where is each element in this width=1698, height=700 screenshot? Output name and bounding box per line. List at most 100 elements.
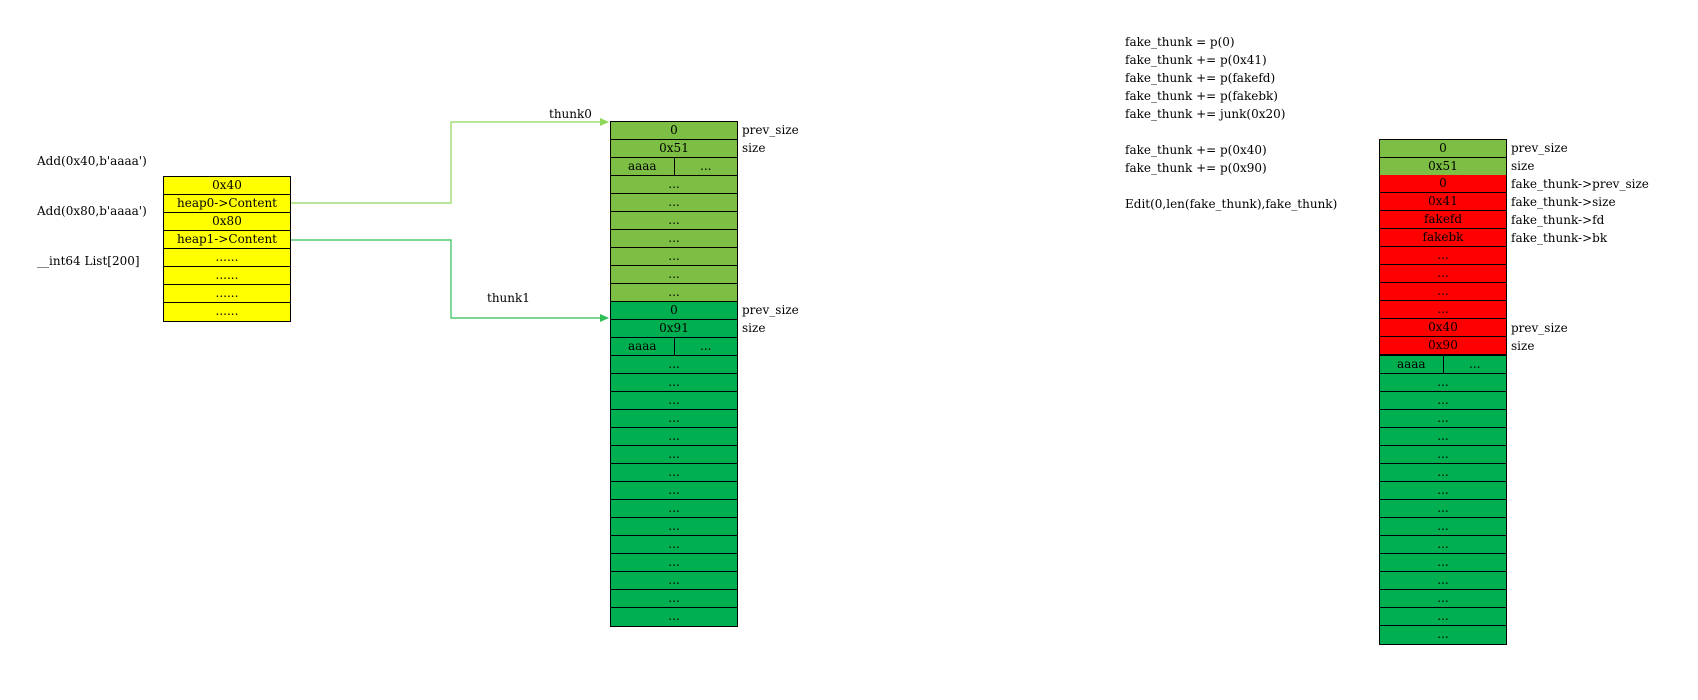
heap-field: ... bbox=[611, 464, 737, 482]
heap-field: ... bbox=[611, 590, 737, 608]
heap-field: ... bbox=[611, 500, 737, 518]
list-slot: heap1->Content bbox=[164, 231, 290, 249]
heap-field: ... bbox=[1380, 374, 1506, 392]
code-line: __int64 List[200] bbox=[37, 254, 140, 268]
heap-field: ... bbox=[1380, 482, 1506, 500]
arrowhead-thunk1 bbox=[600, 314, 609, 322]
heap-field-data: aaaa bbox=[611, 158, 675, 175]
heap-field: ... bbox=[611, 608, 737, 626]
arrow-thunk1 bbox=[291, 239, 608, 319]
heap-field: ... bbox=[1380, 572, 1506, 590]
heap-field: ... bbox=[1380, 464, 1506, 482]
heap-field: ... bbox=[611, 518, 737, 536]
heap-field: 0x90 bbox=[1380, 337, 1506, 355]
heap-field: ... bbox=[1380, 590, 1506, 608]
heap-field-split: aaaa... bbox=[611, 338, 737, 356]
heap-field: ... bbox=[611, 374, 737, 392]
heap-field: ... bbox=[611, 266, 737, 284]
code-line bbox=[1125, 177, 1337, 195]
heap-field: ... bbox=[611, 536, 737, 554]
field-label: prev_size bbox=[1511, 321, 1568, 335]
list-slot: heap0->Content bbox=[164, 195, 290, 213]
list-slot: ...... bbox=[164, 249, 290, 267]
heap-field: ... bbox=[611, 212, 737, 230]
heap-field: 0x51 bbox=[611, 140, 737, 158]
field-label: prev_size bbox=[742, 123, 799, 137]
code-line: fake_thunk += p(0x90) bbox=[1125, 161, 1267, 175]
field-label: fake_thunk->fd bbox=[1511, 213, 1605, 227]
heap-chunk1-after-edit: aaaa....................................… bbox=[1379, 355, 1507, 645]
heap-field: fakefd bbox=[1380, 211, 1506, 229]
heap-field: ... bbox=[1380, 608, 1506, 626]
code-line: fake_thunk += junk(0x20) bbox=[1125, 107, 1286, 121]
code-line: Add(0x80,b'aaaa') bbox=[37, 204, 147, 218]
arrowhead-thunk0 bbox=[600, 118, 609, 126]
code-line: fake_thunk += p(0x41) bbox=[1125, 53, 1267, 67]
field-label: fake_thunk->size bbox=[1511, 195, 1616, 209]
arrow-thunk0 bbox=[291, 121, 608, 204]
code-line: fake_thunk = p(0) bbox=[1125, 35, 1235, 49]
code-line: Add(0x40,b'aaaa') bbox=[37, 154, 147, 168]
field-label: prev_size bbox=[1511, 141, 1568, 155]
heap-field: ... bbox=[1380, 626, 1506, 644]
list-slot: 0x40 bbox=[164, 177, 290, 195]
list-slot: ...... bbox=[215, 304, 239, 318]
heap-field: 0 bbox=[611, 122, 737, 140]
thunk0-label: thunk0 bbox=[549, 107, 592, 121]
heap-field: ... bbox=[1380, 536, 1506, 554]
heap-field-data: aaaa bbox=[611, 338, 675, 355]
heap-field: ... bbox=[1380, 265, 1506, 283]
field-label: fake_thunk->prev_size bbox=[1511, 177, 1649, 191]
heap-field: ... bbox=[611, 284, 737, 302]
heap-field: ... bbox=[1380, 283, 1506, 301]
heap-field: ... bbox=[611, 572, 737, 590]
heap-field-data: ... bbox=[700, 339, 712, 353]
heap-field: ... bbox=[1380, 554, 1506, 572]
heap-field: ... bbox=[1380, 500, 1506, 518]
field-label: prev_size bbox=[742, 303, 799, 317]
field-label: size bbox=[742, 141, 766, 155]
heap-field: ... bbox=[611, 356, 737, 374]
field-label: size bbox=[1511, 339, 1535, 353]
heap-field: ... bbox=[611, 392, 737, 410]
heap-field: 0x91 bbox=[611, 320, 737, 338]
list-slot: ...... bbox=[164, 285, 290, 303]
right-code-block: fake_thunk = p(0) fake_thunk += p(0x41) fa… bbox=[1125, 33, 1337, 213]
heap-field: fakebk bbox=[1380, 229, 1506, 247]
heap-field: ... bbox=[1380, 301, 1506, 319]
list-slot: ...... bbox=[164, 267, 290, 285]
heap-field: 0x51 bbox=[1380, 158, 1506, 176]
code-line: Edit(0,len(fake_thunk),fake_thunk) bbox=[1125, 197, 1338, 211]
heap-field-split: aaaa... bbox=[611, 158, 737, 176]
heap-field: 0 bbox=[611, 302, 737, 320]
heap-field-split: aaaa... bbox=[1380, 356, 1506, 374]
heap-field: 0 bbox=[1380, 140, 1506, 158]
heap-field: 0 bbox=[1380, 175, 1506, 193]
heap-field: ... bbox=[1380, 410, 1506, 428]
heap-field: 0x41 bbox=[1380, 193, 1506, 211]
field-label: fake_thunk->bk bbox=[1511, 231, 1608, 245]
code-line: fake_thunk += p(0x40) bbox=[1125, 143, 1267, 157]
heap-field-data: aaaa bbox=[1380, 356, 1444, 373]
thunk1-label: thunk1 bbox=[487, 291, 530, 305]
heap-field: ... bbox=[1380, 518, 1506, 536]
heap-field: ... bbox=[1380, 446, 1506, 464]
heap-field-data: ... bbox=[1469, 357, 1481, 371]
heap-field: ... bbox=[1380, 392, 1506, 410]
heap-field: ... bbox=[611, 446, 737, 464]
left-code-block: Add(0x40,b'aaaa') Add(0x80,b'aaaa') __in… bbox=[37, 120, 147, 286]
heap-field: ... bbox=[611, 428, 737, 446]
field-label: size bbox=[742, 321, 766, 335]
heap-field: ... bbox=[611, 230, 737, 248]
heap-field-data: ... bbox=[700, 159, 712, 173]
heap-field: ... bbox=[611, 248, 737, 266]
code-line: fake_thunk += p(fakebk) bbox=[1125, 89, 1278, 103]
heap-field: ... bbox=[1380, 428, 1506, 446]
field-label: size bbox=[1511, 159, 1535, 173]
heap-field: ... bbox=[611, 482, 737, 500]
